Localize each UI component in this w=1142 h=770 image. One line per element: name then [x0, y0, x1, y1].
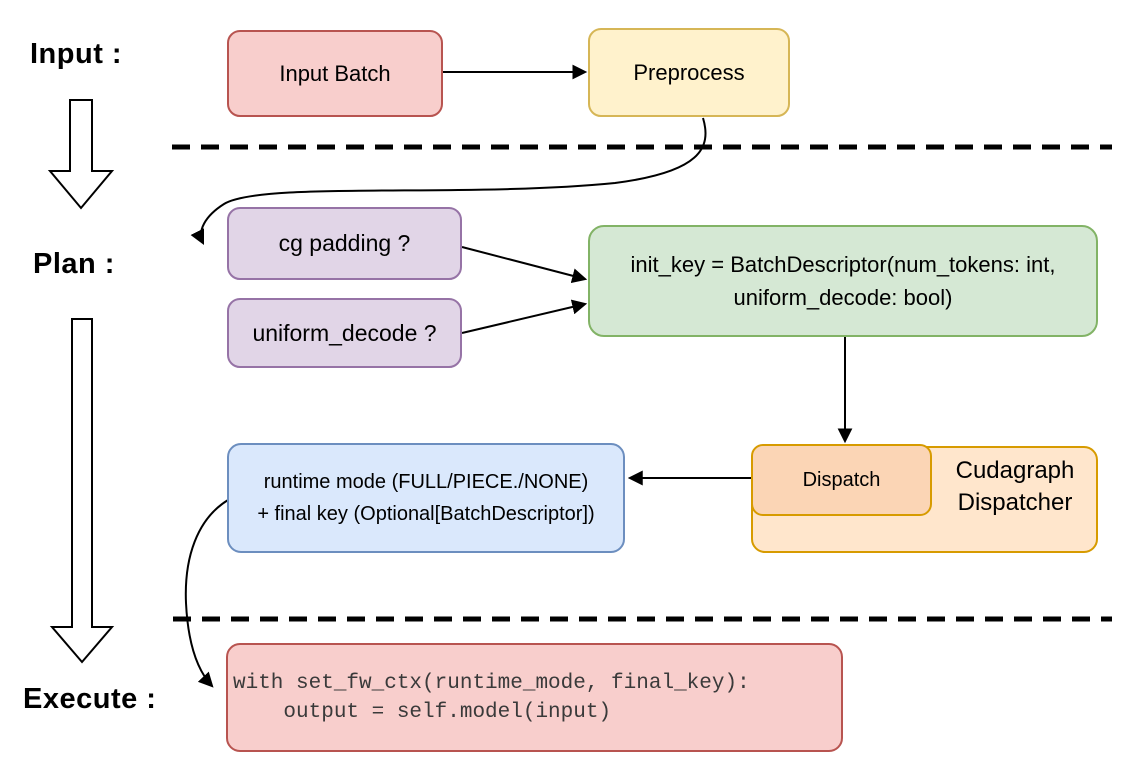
node-cudagraph-dispatcher-label: Cudagraph Dispatcher [932, 455, 1098, 519]
node-cg-padding: cg padding ? [227, 207, 462, 280]
node-execute-code: with set_fw_ctx(runtime_mode, final_key)… [226, 643, 843, 752]
node-input-batch: Input Batch [227, 30, 443, 117]
node-preprocess-label: Preprocess [633, 59, 745, 85]
cudagraph-label-line1: Cudagraph [955, 457, 1075, 484]
node-runtime-mode: runtime mode (FULL/PIECE./NONE) + final … [227, 443, 625, 553]
arrow-uniform-decode-to-init-key [461, 299, 588, 334]
arrow-runtime-mode-to-execute-code [184, 499, 229, 688]
node-runtime-mode-line1: runtime mode (FULL/PIECE./NONE) [263, 471, 589, 493]
node-preprocess: Preprocess [588, 28, 790, 117]
node-init-key-line1: init_key = BatchDescriptor(num_tokens: i… [630, 252, 1056, 277]
execute-code-line1: with set_fw_ctx(runtime_mode, final_key)… [233, 671, 750, 695]
node-uniform-decode: uniform_decode ? [227, 298, 462, 368]
node-runtime-mode-line2: + final key (Optional[BatchDescriptor]) [257, 503, 595, 525]
stage-label-plan: Plan : [33, 248, 115, 280]
arrow-preprocess-to-cg-padding [190, 117, 707, 246]
block-arrow-plan-to-execute [49, 318, 115, 664]
node-dispatch-label: Dispatch [802, 468, 881, 491]
node-cg-padding-label: cg padding ? [278, 230, 411, 256]
stage-label-input: Input : [30, 38, 123, 70]
block-arrow-input-to-plan [47, 99, 115, 210]
node-init-key-line2: uniform_decode: bool) [733, 285, 953, 310]
stage-label-execute: Execute : [23, 683, 157, 715]
cudagraph-label-line2: Dispatcher [957, 489, 1073, 516]
node-uniform-decode-label: uniform_decode ? [252, 319, 437, 346]
node-input-batch-label: Input Batch [279, 60, 391, 86]
node-dispatch: Dispatch [751, 444, 932, 516]
arrow-cg-padding-to-init-key [461, 246, 588, 284]
execute-code-line2: output = self.model(input) [233, 700, 612, 724]
node-init-key: init_key = BatchDescriptor(num_tokens: i… [588, 225, 1098, 337]
